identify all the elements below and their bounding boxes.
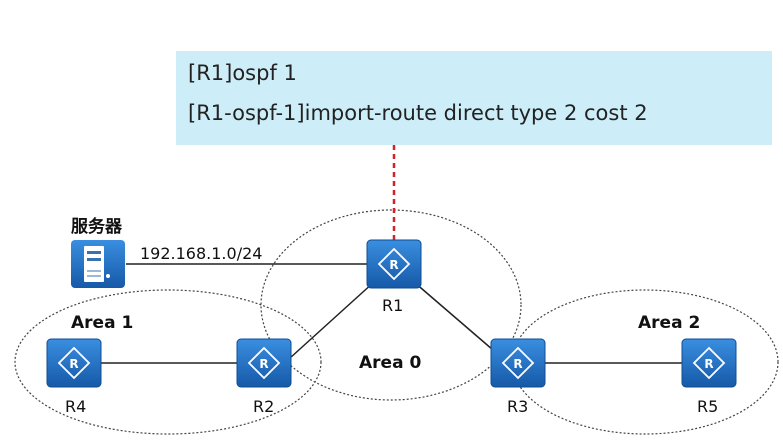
area-0-boundary <box>260 209 522 401</box>
router-r2-label: R2 <box>253 397 275 416</box>
command-line-1: [R1]ospf 1 <box>188 61 297 85</box>
router-r4-label: R4 <box>65 397 87 416</box>
router-r3-icon <box>490 338 546 388</box>
area-1-label: Area 1 <box>71 313 134 333</box>
network-label: 192.168.1.0/24 <box>140 244 263 263</box>
server-icon <box>71 240 125 288</box>
server-title: 服务器 <box>71 217 122 237</box>
router-r5-icon <box>681 338 737 388</box>
area-2-boundary <box>511 289 779 435</box>
router-r5-label: R5 <box>697 397 719 416</box>
router-r4-icon <box>46 338 102 388</box>
area-1-boundary <box>14 289 322 435</box>
router-r1-icon <box>366 239 422 289</box>
router-r2-icon <box>236 338 292 388</box>
router-r1-label: R1 <box>382 296 404 315</box>
link-r1-r2 <box>289 281 375 359</box>
area-2-label: Area 2 <box>638 313 701 333</box>
router-r3-label: R3 <box>507 397 529 416</box>
area-0-label: Area 0 <box>359 353 422 373</box>
link-r1-r3 <box>413 281 501 357</box>
command-line-2: [R1-ospf-1]import-route direct type 2 co… <box>188 101 648 125</box>
command-box: [R1]ospf 1 [R1-ospf-1]import-route direc… <box>176 51 772 145</box>
